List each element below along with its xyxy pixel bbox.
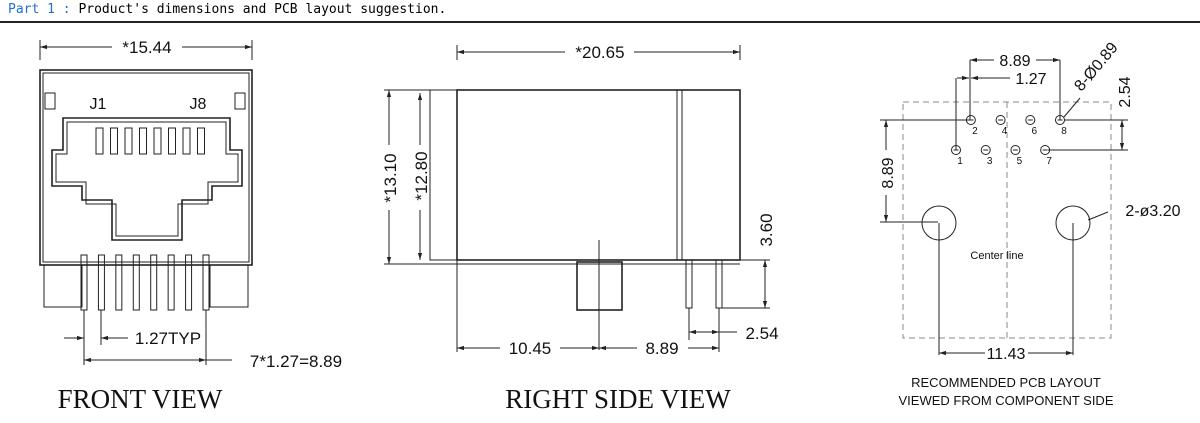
contact-finger (95, 127, 104, 155)
pcb-layout: 8.89 1.27 8-Ø0.89 2.54 8.89 1 2 3 4 5 6 7 8 2-ø… (880, 39, 1181, 408)
side-pin-height-dim: 3.60 (757, 213, 776, 246)
led-window-right (234, 92, 246, 110)
contact-finger (139, 127, 147, 155)
side-length-dim: *20.65 (575, 43, 624, 62)
side-pin-1 (685, 259, 693, 309)
pcb-left-dim-889: 8.89 (880, 157, 897, 188)
contact-finger (153, 127, 162, 155)
contact-finger (168, 127, 176, 155)
side-pin-spacing-dim: 2.54 (745, 324, 778, 343)
pcb-pin-holes: 1 2 3 4 5 6 7 8 (951, 115, 1067, 167)
rj45-opening (51, 117, 243, 241)
side-body (456, 89, 741, 261)
pcb-top-dim-889: 8.89 (999, 53, 1030, 70)
pin-label-j1: J1 (90, 96, 107, 113)
pcb-pin-label: 7 (1046, 156, 1052, 167)
part-label: Part 1 : (8, 2, 71, 17)
pcb-pin-hole (1040, 145, 1051, 155)
front-pin (185, 254, 193, 311)
front-view-title: FRONT VIEW (58, 384, 223, 414)
side-offset1-dim: 10.45 (509, 339, 552, 358)
front-body (39, 69, 253, 266)
front-pin (115, 254, 123, 311)
side-shield-tab (429, 89, 458, 261)
side-offset2-dim: 8.89 (645, 339, 678, 358)
side-height-inner-dim: *12.80 (412, 151, 431, 200)
pcb-pin-hole (1054, 115, 1065, 125)
pcb-pin-label: 5 (1017, 156, 1023, 167)
pcb-pin-label: 8 (1061, 126, 1067, 137)
front-leg-left (43, 264, 83, 308)
header-text: Product's dimensions and PCB layout sugg… (70, 2, 447, 17)
pcb-pin-label: 3 (987, 156, 993, 167)
contact-finger (124, 127, 133, 155)
side-pin-2 (715, 259, 723, 309)
contact-finger (110, 127, 118, 155)
pcb-pin-hole (1010, 145, 1021, 155)
pcb-pin-hole (965, 115, 976, 125)
pcb-pin-label: 4 (1002, 126, 1008, 137)
pcb-dim-1143: 11.43 (987, 346, 1026, 363)
front-view: *15.44 J1 J8 1.27TYP 7*1.27=8.89 FRONT V… (39, 38, 342, 414)
header-rule (0, 21, 1200, 23)
pcb-pin-hole (995, 115, 1006, 125)
right-side-view: *20.65 *13.10 *12.80 3.60 2.54 (381, 43, 779, 414)
pcb-center-line-label: Center line (970, 250, 1023, 262)
pcb-pin-hole (980, 145, 991, 155)
pcb-pin-hole (951, 145, 961, 155)
pcb-title-line2: VIEWED FROM COMPONENT SIDE (899, 393, 1114, 408)
pcb-hole-dim: 8-Ø0.89 (1071, 39, 1121, 94)
contact-fingers (95, 127, 104, 155)
pcb-title-line1: RECOMMENDED PCB LAYOUT (911, 375, 1101, 390)
page-header: Part 1 : Product's dimensions and PCB la… (8, 2, 446, 20)
pcb-pin-hole (1025, 115, 1036, 125)
side-view-title: RIGHT SIDE VIEW (505, 384, 731, 414)
front-pin (167, 254, 175, 311)
front-pitch-dim: 1.27TYP (135, 329, 201, 348)
pin-label-j8: J8 (190, 96, 207, 113)
front-pin (150, 254, 158, 311)
front-pin (97, 254, 105, 311)
front-pin (132, 254, 140, 311)
front-pin (202, 254, 210, 311)
contact-finger (197, 127, 205, 155)
side-height-outer-dim: *13.10 (381, 153, 400, 202)
led-window-left (44, 92, 56, 110)
pcb-pin-label: 2 (972, 126, 978, 137)
front-total-pitch-dim: 7*1.27=8.89 (250, 352, 342, 371)
front-leg-right (209, 264, 249, 308)
pcb-dim-254: 2.54 (1117, 76, 1134, 107)
pcb-dim-127: 1.27 (1015, 71, 1046, 88)
front-width-dim: *15.44 (122, 38, 171, 57)
pcb-pin-label: 6 (1032, 126, 1038, 137)
pcb-pin-label: 1 (957, 156, 963, 167)
front-pins (80, 254, 210, 311)
contact-finger (182, 127, 191, 155)
pcb-mount-hole-dim: 2-ø3.20 (1125, 203, 1180, 220)
